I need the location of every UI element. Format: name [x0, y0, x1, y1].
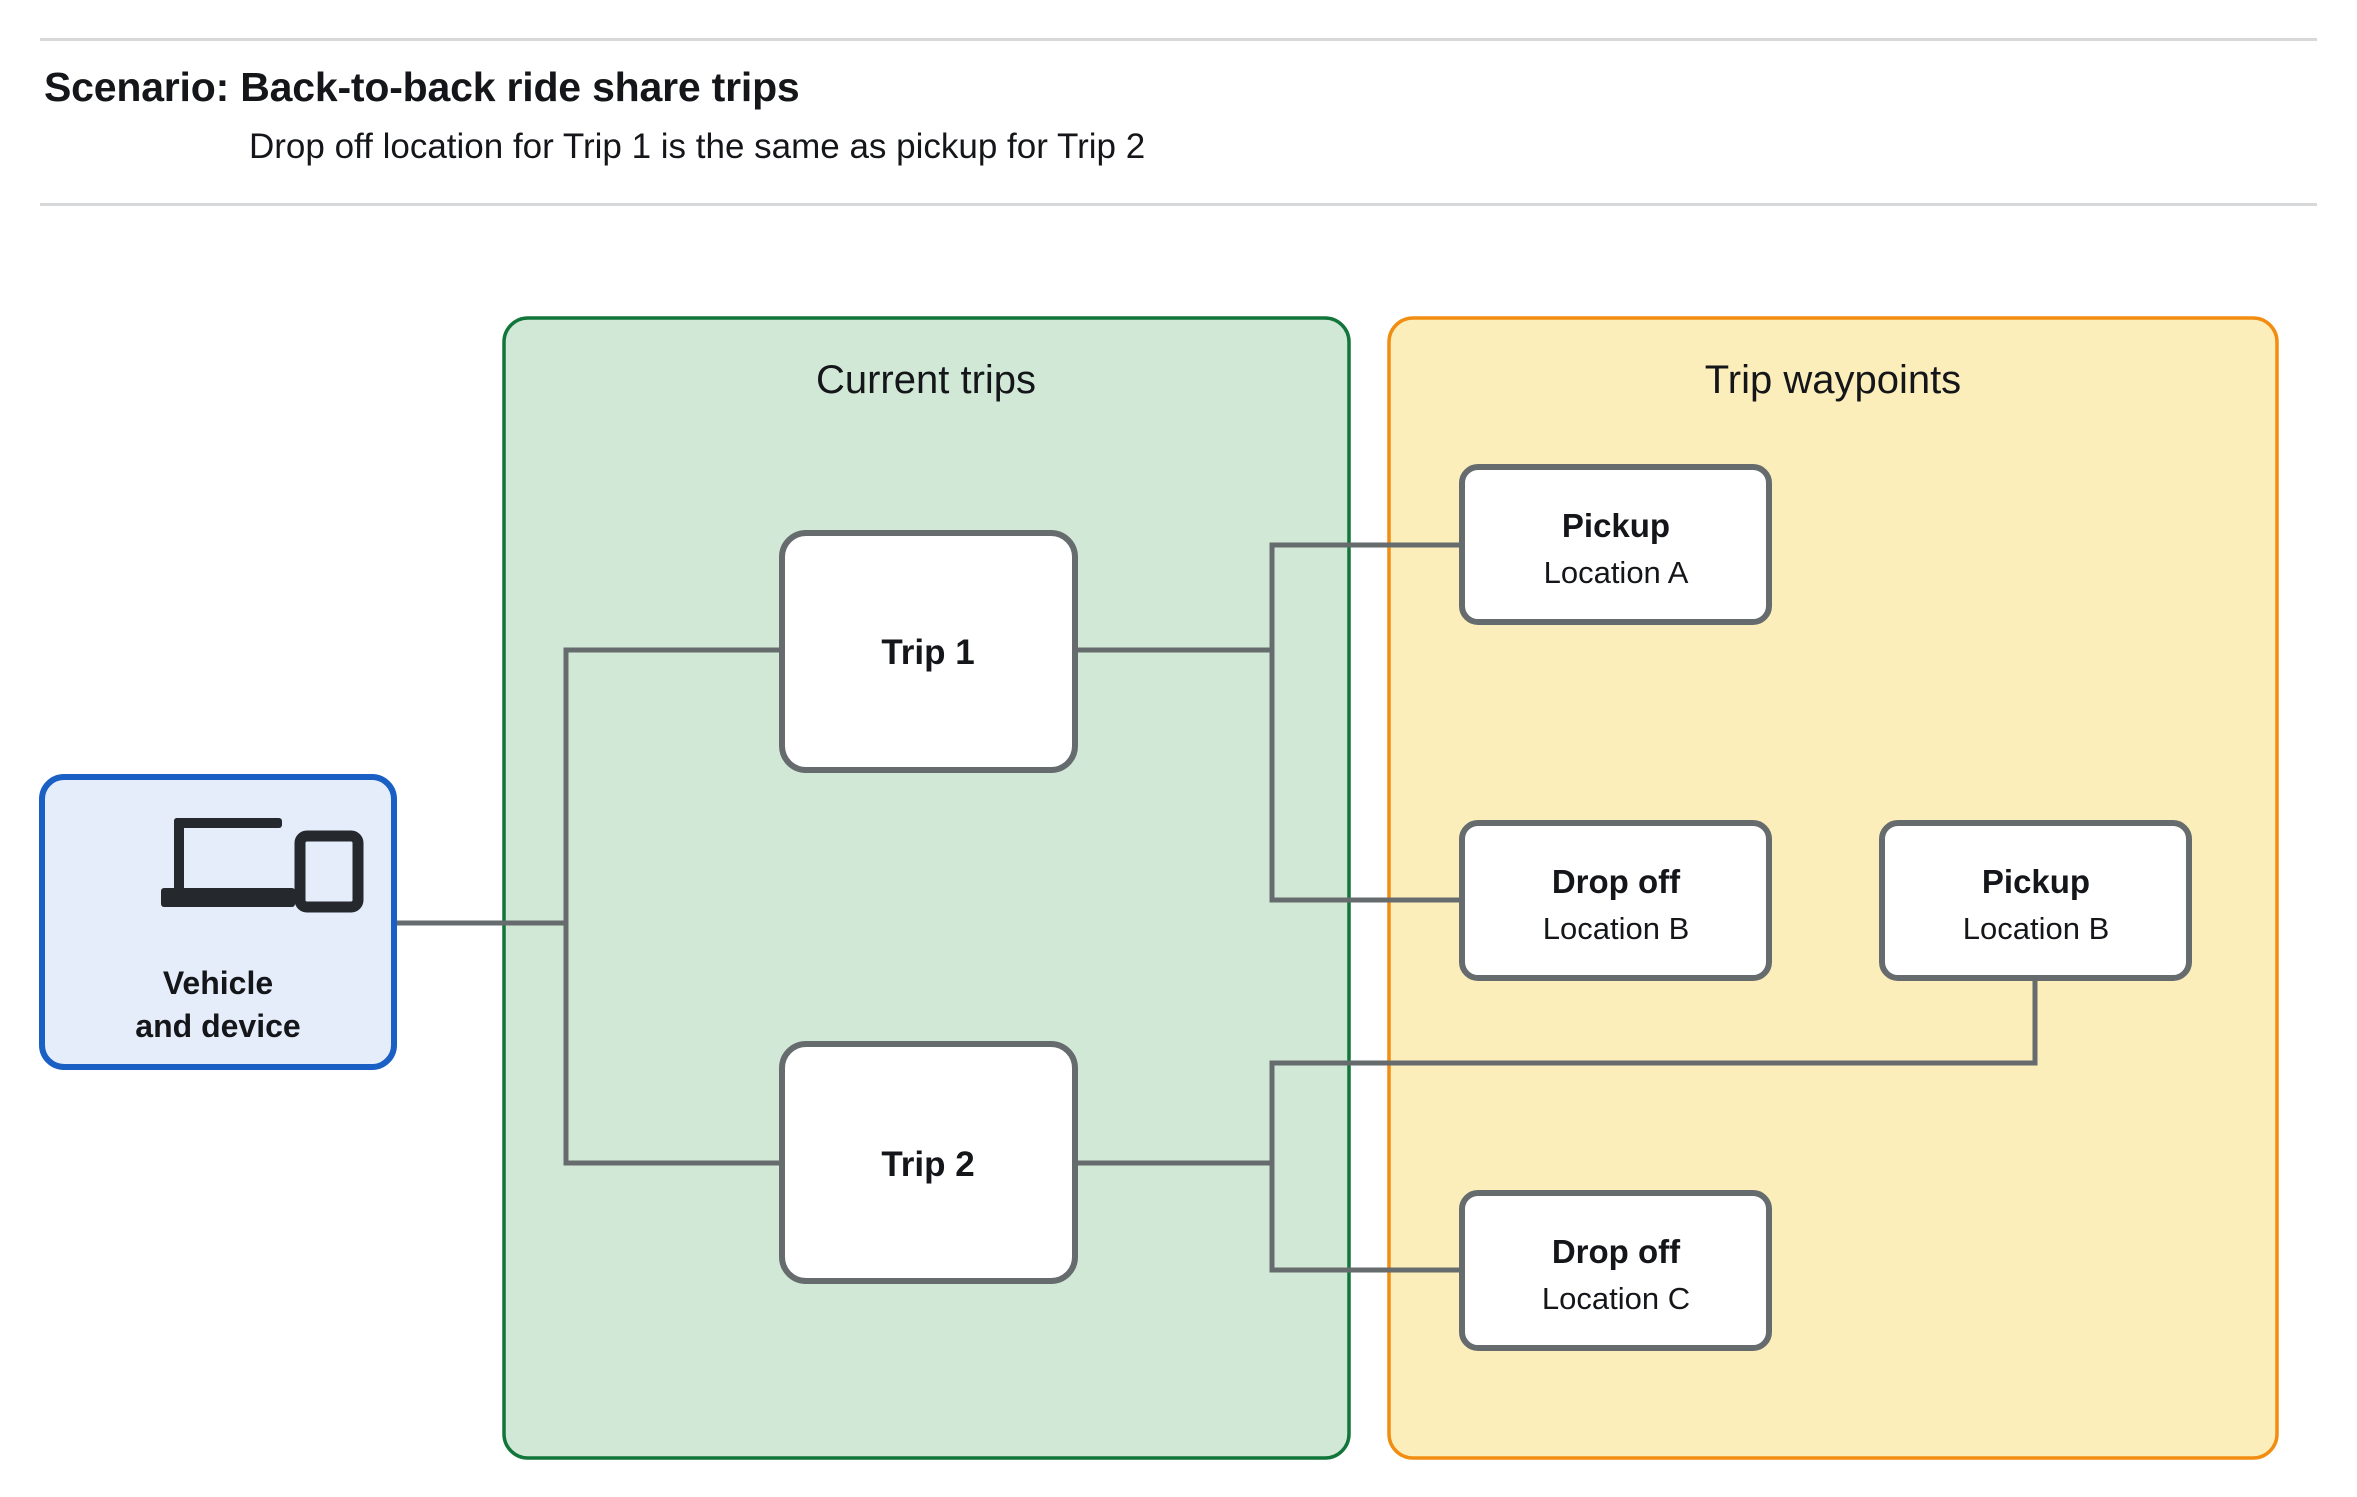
- edge-split-to-trip1: [563, 647, 782, 923]
- node-dropoff-c-type: Drop off: [1552, 1233, 1681, 1270]
- node-dropoff-b-location: Location B: [1543, 911, 1690, 946]
- node-vehicle-and-device-box[interactable]: [39, 774, 397, 1070]
- node-dropoff-c-box[interactable]: [1459, 1190, 1772, 1351]
- node-vehicle-label-line2: and device: [135, 1008, 300, 1044]
- node-dropoff-b-type: Drop off: [1552, 863, 1681, 900]
- page-subtitle: Drop off location for Trip 1 is the same…: [249, 127, 1146, 166]
- node-trip-2-label: Trip 2: [881, 1145, 974, 1184]
- node-dropoff-c[interactable]: Drop off Location C: [1459, 1190, 1772, 1351]
- node-dropoff-b-box[interactable]: [1459, 820, 1772, 981]
- edge-trip1-to-pickup-a: [1269, 542, 1462, 650]
- node-pickup-b[interactable]: Pickup Location B: [1879, 820, 2192, 981]
- laptop-and-phone-icon: [161, 818, 364, 913]
- edge-trip2-to-pickup-b: [1269, 962, 2038, 1163]
- panel-current-trips-title: Current trips: [816, 358, 1036, 402]
- node-trip-1-box[interactable]: [779, 530, 1078, 773]
- node-pickup-a-location: Location A: [1544, 555, 1689, 590]
- node-pickup-a-type: Pickup: [1562, 507, 1670, 544]
- edge-split-to-trip2: [563, 923, 782, 1166]
- node-trip-1-label: Trip 1: [881, 633, 974, 672]
- header-divider-top: [40, 38, 2317, 41]
- node-pickup-b-type: Pickup: [1982, 863, 2090, 900]
- page-title: Scenario: Back-to-back ride share trips: [44, 64, 800, 110]
- panel-current-trips: Current trips: [502, 316, 1351, 1460]
- panel-current-trips-box: [502, 316, 1351, 1460]
- node-dropoff-b[interactable]: Drop off Location B: [1459, 820, 1772, 981]
- header-divider-bottom: [40, 203, 2317, 206]
- node-vehicle-and-device[interactable]: Vehicle and device: [39, 774, 397, 1070]
- node-trip-2[interactable]: Trip 2: [779, 1041, 1078, 1284]
- node-pickup-a[interactable]: Pickup Location A: [1459, 464, 1772, 625]
- node-pickup-a-box[interactable]: [1459, 464, 1772, 625]
- node-vehicle-label-line1: Vehicle: [163, 965, 273, 1001]
- node-trip-2-box[interactable]: [779, 1041, 1078, 1284]
- edge-trip1-to-dropoff-b: [1269, 650, 1462, 903]
- node-trip-1[interactable]: Trip 1: [779, 530, 1078, 773]
- node-dropoff-c-location: Location C: [1542, 1281, 1690, 1316]
- node-pickup-b-location: Location B: [1963, 911, 2110, 946]
- edge-trip2-to-dropoff-c: [1269, 1163, 1462, 1273]
- panel-trip-waypoints-title: Trip waypoints: [1705, 358, 1961, 402]
- node-pickup-b-box[interactable]: [1879, 820, 2192, 981]
